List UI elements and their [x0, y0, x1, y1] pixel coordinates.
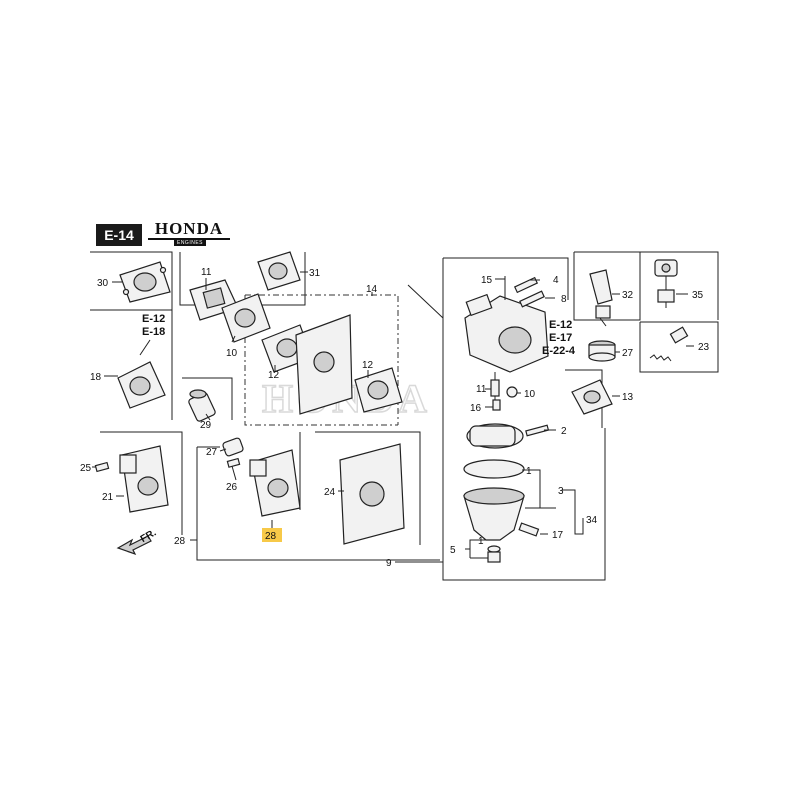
label-13: 13 — [622, 392, 634, 403]
lever-35 — [654, 259, 678, 308]
carburetor-body — [464, 293, 549, 405]
label-6: 8 — [561, 294, 567, 305]
label-5: 5 — [450, 545, 456, 556]
part-31 — [188, 389, 216, 422]
front-arrow — [116, 535, 152, 556]
reference-labels: E-12 E-18 E-12 E-17 E-22-4 — [142, 313, 576, 357]
label-10: 10 — [226, 348, 238, 359]
label-26: 24 — [324, 487, 336, 498]
jet-9 — [490, 379, 500, 397]
leader-lines — [92, 271, 694, 559]
gasket-12b — [354, 367, 403, 413]
gasket-13 — [571, 379, 613, 415]
diagram-code: E-14 — [96, 224, 142, 246]
frame-lines — [90, 251, 719, 581]
label-9: 11 — [476, 384, 487, 395]
ref-e22-4: E-22-4 — [542, 345, 576, 357]
label-11: 11 — [201, 267, 212, 278]
label-35: 35 — [692, 290, 704, 301]
highlight-28 — [262, 528, 282, 542]
gasket-33 — [257, 251, 301, 291]
label-8: 10 — [524, 389, 536, 400]
label-16: 16 — [470, 403, 482, 414]
ref-e18: E-18 — [142, 326, 165, 338]
label-30: 28 — [174, 536, 186, 547]
label-4: 4 — [553, 275, 559, 286]
bolt-5 — [487, 545, 501, 563]
pin-27a — [94, 461, 110, 473]
brand-name: HONDA — [154, 219, 224, 238]
label-33: 31 — [309, 268, 321, 279]
float-bowl-3 — [463, 487, 525, 541]
label-15: 15 — [481, 275, 493, 286]
jet-16 — [492, 399, 501, 411]
float-2 — [466, 423, 550, 449]
label-12b: 12 — [362, 360, 374, 371]
gasket-32 — [119, 261, 171, 303]
brand-logo: HONDA ENGINES — [148, 220, 230, 246]
insulator-10 — [221, 293, 271, 343]
screw-23 — [649, 326, 689, 362]
part-shapes — [94, 251, 689, 563]
part-29 — [222, 437, 244, 457]
label-25: 27 — [622, 348, 634, 359]
screw-6 — [519, 290, 545, 308]
brand-subtitle: ENGINES — [174, 240, 206, 246]
front-direction-label: FR. — [139, 527, 159, 545]
ref-e12-right: E-12 — [549, 319, 572, 331]
label-23: 23 — [698, 342, 710, 353]
brand-underline — [148, 238, 230, 240]
label-1b: 1 — [478, 536, 484, 547]
label-1a: 1 — [526, 466, 532, 477]
lever-34 — [589, 269, 613, 327]
oring-8 — [506, 386, 518, 398]
label-28: 28 — [265, 531, 277, 542]
drain-screw-17 — [518, 522, 540, 537]
label-14: 14 — [366, 284, 378, 295]
label-34: 32 — [622, 290, 634, 301]
label-31: 29 — [200, 420, 212, 431]
label-2: 2 — [561, 426, 567, 437]
label-18: 18 — [90, 372, 102, 383]
label-27a: 25 — [80, 463, 92, 474]
label-32: 30 — [97, 278, 109, 289]
plate-26 — [339, 443, 405, 545]
holder-28 — [249, 449, 301, 517]
insulator-18 — [117, 339, 166, 409]
cup-25 — [588, 340, 616, 362]
label-7: 9 — [386, 558, 392, 569]
pin-27b — [226, 457, 241, 468]
holder-21 — [119, 445, 169, 513]
label-29: 27 — [206, 447, 218, 458]
label-21: 21 — [102, 492, 114, 503]
label-27b: 26 — [226, 482, 238, 493]
plate-14 — [295, 314, 353, 415]
label-12a: 12 — [268, 370, 280, 381]
ref-e17: E-17 — [549, 332, 572, 344]
gasket-ring-1 — [463, 459, 525, 479]
ref-e12-left: E-12 — [142, 313, 165, 325]
label-3: 3 — [558, 486, 564, 497]
label-24: 34 — [586, 515, 598, 526]
label-17: 17 — [552, 530, 564, 541]
part-number-labels: 30 11 10 31 14 12 12 18 29 25 21 27 26 2… — [80, 267, 710, 569]
